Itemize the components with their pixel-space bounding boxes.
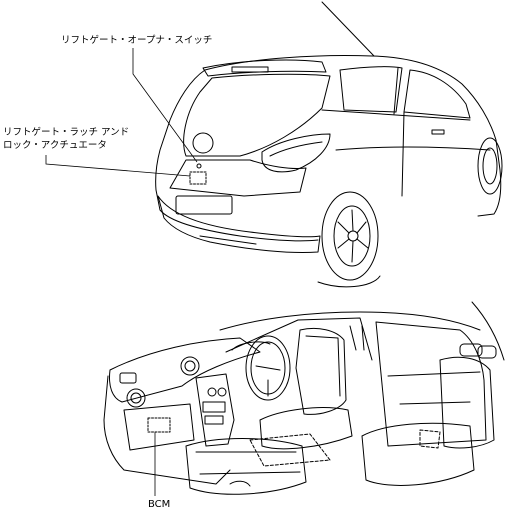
side-window-front: [404, 70, 470, 118]
tail-lamp: [262, 134, 330, 172]
rear-wheel: [322, 192, 378, 280]
roof-antenna: [322, 2, 374, 56]
rear-bumper: [158, 196, 320, 253]
wiring-dashed: [250, 434, 330, 466]
liftgate-opener-marker: [197, 164, 201, 168]
liftgate-latch-marker: [190, 172, 206, 184]
latch-label-line-2: ロック・アクチュエータ: [3, 140, 107, 151]
body-outline: [156, 56, 501, 241]
bcm-label: BCM: [148, 499, 171, 510]
center-console: [196, 374, 234, 446]
rear-window: [184, 74, 330, 156]
front-seat-back: [296, 328, 346, 414]
high-mount-stop-lamp: [232, 67, 268, 72]
rear-seat-back: [440, 357, 494, 448]
side-vent: [127, 389, 145, 407]
center-vent-round: [181, 357, 199, 375]
door-handle: [432, 130, 444, 134]
bcm-marker: [148, 418, 170, 432]
steering-wheel: [246, 336, 290, 400]
vehicle-rear-view: [156, 2, 502, 287]
liftgate-panel: [170, 160, 306, 196]
rear-emblem: [193, 133, 213, 153]
leader-latch-actuator: [46, 155, 190, 176]
latch-label-line-1: リフトゲート・ラッチ アンド: [3, 127, 130, 138]
side-window-rear: [340, 67, 402, 112]
leader-opener-switch: [133, 48, 197, 162]
front-seat-cushion: [260, 408, 352, 449]
rear-door-opening: [376, 322, 486, 446]
license-plate: [176, 196, 232, 214]
rear-seat-cushion: [362, 423, 474, 485]
liftgate-latch-actuator-label: リフトゲート・ラッチ アンド ロック・アクチュエータ: [3, 126, 129, 152]
center-vent: [120, 373, 136, 383]
driver-seat-base: [186, 439, 306, 495]
front-wheel: [478, 138, 502, 194]
liftgate-opener-switch-label: リフトゲート・オープナ・スイッチ: [61, 35, 213, 46]
roof-line: [220, 312, 480, 330]
vehicle-interior-view: [104, 302, 504, 494]
rear-spoiler: [203, 60, 326, 76]
dashboard: [110, 338, 261, 402]
leader-lines-top: [46, 48, 197, 176]
